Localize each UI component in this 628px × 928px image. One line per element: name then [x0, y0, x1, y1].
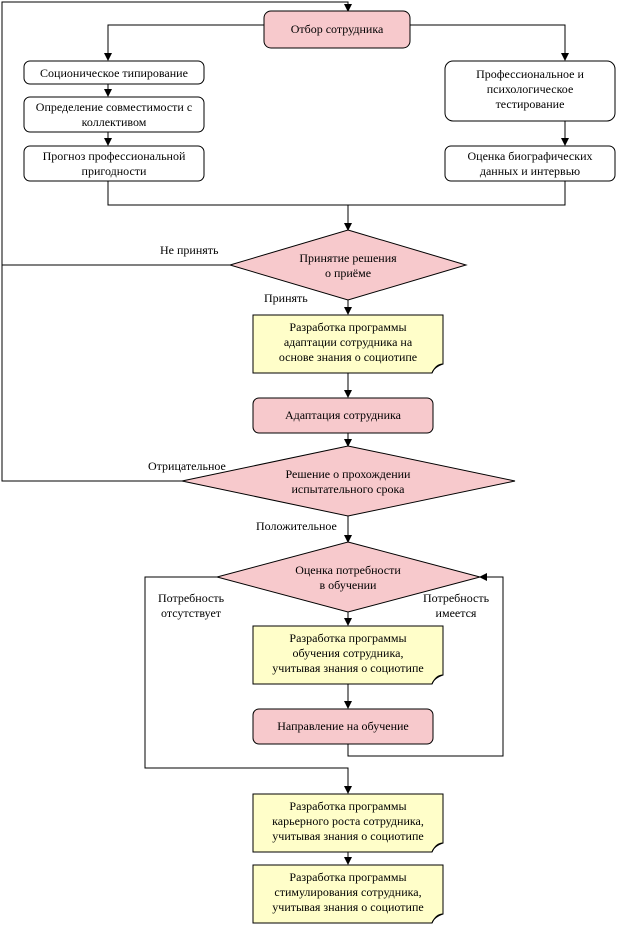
- node-compatibility-label-1: Определение совместимости с: [36, 100, 192, 114]
- node-training-direction: Направление на обучение: [252, 708, 434, 745]
- node-adaptation-shape: [252, 397, 434, 434]
- node-forecast-label-1: Прогноз профессиональной: [43, 149, 186, 163]
- node-prof-testing-label-3: тестирование: [496, 97, 565, 111]
- node-training-need: Оценка потребности в обучении: [215, 541, 482, 613]
- node-bio-label-1: Оценка биографических: [467, 149, 592, 163]
- label-need-present-1: Потребность: [423, 591, 490, 605]
- label-need-absent-1: Потребность: [158, 591, 225, 605]
- node-career: Разработка программы карьерного роста со…: [252, 793, 444, 853]
- node-forecast: Прогноз профессиональной пригодности: [23, 145, 205, 182]
- node-compatibility-label-2: коллективом: [82, 115, 147, 129]
- edge-need-absent: [144, 576, 352, 794]
- node-probation: Решение о прохождении испытательного сро…: [181, 445, 516, 517]
- node-stimulus-label-1: Разработка программы: [289, 870, 406, 884]
- node-career-label-1: Разработка программы: [289, 799, 406, 813]
- node-prof-testing: Профессиональное и психологическое тести…: [444, 60, 616, 122]
- node-career-label-2: карьерного роста сотрудника,: [272, 814, 424, 828]
- node-compatibility: Определение совместимости с коллективом: [23, 96, 205, 133]
- connectors: [1, 1, 569, 865]
- node-training-direction-shape: [252, 708, 434, 745]
- node-stimulus-label-3: учитывая знания о социотипе: [272, 900, 423, 914]
- node-selection-label: Отбор сотрудника: [291, 22, 384, 36]
- label-need-present-2: имеется: [436, 606, 477, 620]
- node-decision-hire-label-1: Принятие решения: [299, 251, 397, 265]
- node-forecast-shape: [23, 145, 205, 182]
- label-positive: Положительное: [256, 519, 337, 533]
- label-hired: Принять: [264, 291, 308, 305]
- node-training-program-label-2: обучения сотрудника,: [293, 646, 404, 660]
- label-negative: Отрицательное: [148, 459, 226, 473]
- node-stimulus-fold: [431, 913, 444, 924]
- node-stimulus: Разработка программы стимулирования сотр…: [252, 864, 444, 924]
- node-career-label-3: учитывая знания о социотипе: [272, 829, 423, 843]
- node-probation-shape: [181, 445, 516, 517]
- node-adapt-program-fold: [431, 363, 444, 374]
- node-prof-testing-shape: [444, 60, 616, 122]
- edge-negative-loop: [1, 265, 182, 482]
- node-probation-label-2: испытательного срока: [291, 482, 405, 496]
- node-training-program-fold: [431, 674, 444, 685]
- node-bio-label-2: данных и интервью: [480, 164, 580, 178]
- node-selection: Отбор сотрудника: [263, 10, 411, 49]
- node-forecast-label-2: пригодности: [82, 164, 148, 178]
- label-need-absent-2: отсутствует: [161, 606, 222, 620]
- node-adaptation: Адаптация сотрудника: [252, 397, 434, 434]
- node-adapt-program: Разработка программы адаптации сотрудник…: [252, 314, 444, 374]
- node-prof-testing-label-2: психологическое: [487, 82, 574, 96]
- node-adaptation-label: Адаптация сотрудника: [285, 408, 402, 422]
- node-training-need-shape: [215, 541, 482, 613]
- node-decision-hire: Принятие решения о приёме: [228, 229, 468, 301]
- node-compatibility-shape: [23, 96, 205, 133]
- node-stimulus-label-2: стимулирования сотрудника,: [274, 885, 421, 899]
- edge-forecast-merge: [107, 181, 566, 206]
- node-socionic-typing-shape: [23, 60, 205, 85]
- node-training-need-label-2: в обучении: [320, 578, 378, 592]
- node-bio-shape: [444, 145, 616, 182]
- node-training-program-label-3: учитывая знания о социотипе: [272, 661, 423, 675]
- node-adapt-program-label-3: основе знания о социотипе: [279, 350, 417, 364]
- edge-labels: Не принять Принять Отрицательное Положит…: [148, 243, 490, 620]
- edge-selection-left: [104, 24, 264, 61]
- node-decision-hire-label-2: о приёме: [325, 266, 371, 280]
- node-bio: Оценка биографических данных и интервью: [444, 145, 616, 182]
- node-adapt-program-label-2: адаптации сотрудника на: [284, 335, 413, 349]
- node-decision-hire-shape: [228, 229, 468, 301]
- edge-not-hired-loop: [1, 1, 352, 266]
- node-training-program-label-1: Разработка программы: [289, 631, 406, 645]
- node-training-program: Разработка программы обучения сотрудника…: [252, 625, 444, 685]
- node-probation-label-1: Решение о прохождении: [286, 467, 412, 481]
- node-training-need-label-1: Оценка потребности: [295, 563, 401, 577]
- node-socionic-typing: Соционическое типирование: [23, 60, 205, 85]
- node-adapt-program-label-1: Разработка программы: [289, 320, 406, 334]
- node-prof-testing-label-1: Профессиональное и: [476, 67, 584, 81]
- node-socionic-typing-label: Соционическое типирование: [40, 66, 188, 80]
- node-career-fold: [431, 842, 444, 853]
- node-training-direction-label: Направление на обучение: [277, 719, 409, 733]
- edge-selection-right: [410, 24, 569, 61]
- label-not-hired: Не принять: [160, 243, 219, 257]
- edge-training-loop: [347, 573, 504, 757]
- node-selection-shape: [263, 10, 411, 49]
